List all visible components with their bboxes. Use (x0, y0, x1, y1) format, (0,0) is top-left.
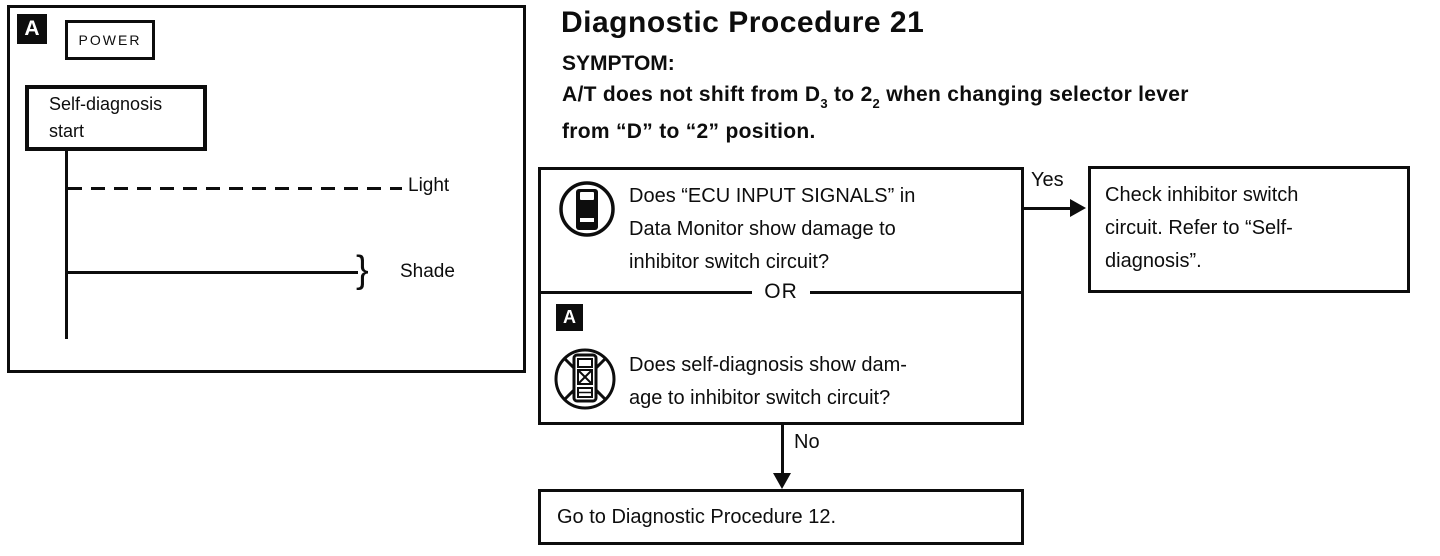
or-label: OR (764, 280, 798, 303)
no-arrowhead-icon (773, 473, 791, 489)
yes-arrow-line (1024, 207, 1074, 210)
shade-signal-solid-line (68, 271, 358, 274)
no-arrow-line (781, 425, 784, 475)
symptom-heading: SYMPTOM: (562, 52, 675, 75)
symptom-line-1: A/T does not shift from D3 to 22 when ch… (562, 80, 1440, 117)
shade-brace-mark: } (356, 249, 369, 291)
consult-handset-icon (557, 179, 617, 239)
panel-marker-a: A (17, 14, 47, 44)
or-divider: OR (541, 280, 1021, 304)
or-divider-line-left (541, 290, 753, 294)
question-marker-a: A (556, 304, 583, 331)
timeline-vertical-line (65, 151, 68, 339)
symptom-part-1: A/T does not shift from D (562, 83, 821, 106)
yes-branch-label: Yes (1031, 169, 1064, 191)
yes-arrowhead-icon (1070, 199, 1086, 217)
symptom-part-2: to 2 (827, 83, 873, 106)
timing-diagram-panel: A POWER Self-diagnosis start Light } Sha… (7, 5, 526, 373)
question-consult-text: Does “ECU INPUT SIGNALS” in Data Monitor… (629, 185, 916, 273)
no-branch-label: No (794, 431, 820, 453)
symptom-part-3: when changing selector lever (880, 83, 1189, 106)
shade-label: Shade (400, 261, 455, 282)
light-signal-dashed-line (68, 187, 402, 190)
light-label: Light (408, 175, 450, 196)
symptom-subscript-3: 3 (820, 96, 828, 112)
or-divider-line-right (809, 290, 1021, 294)
no-consult-handset-icon (552, 346, 618, 412)
flowchart-question-box: Does “ECU INPUT SIGNALS” in Data Monitor… (538, 167, 1024, 425)
power-signal-box: POWER (65, 20, 155, 60)
question-selfdiag-text: Does self-diagnosis show dam- age to inh… (629, 354, 907, 409)
check-inhibitor-action-box: Check inhibitor switch circuit. Refer to… (1088, 166, 1410, 293)
goto-procedure-box: Go to Diagnostic Procedure 12. (538, 489, 1024, 545)
symptom-subscript-2: 2 (872, 96, 881, 112)
self-diagnosis-start-box: Self-diagnosis start (25, 85, 207, 151)
symptom-description: A/T does not shift from D3 to 22 when ch… (562, 80, 1440, 147)
page-title: Diagnostic Procedure 21 (561, 6, 925, 39)
symptom-line-2: from “D” to “2” position. (562, 120, 816, 144)
